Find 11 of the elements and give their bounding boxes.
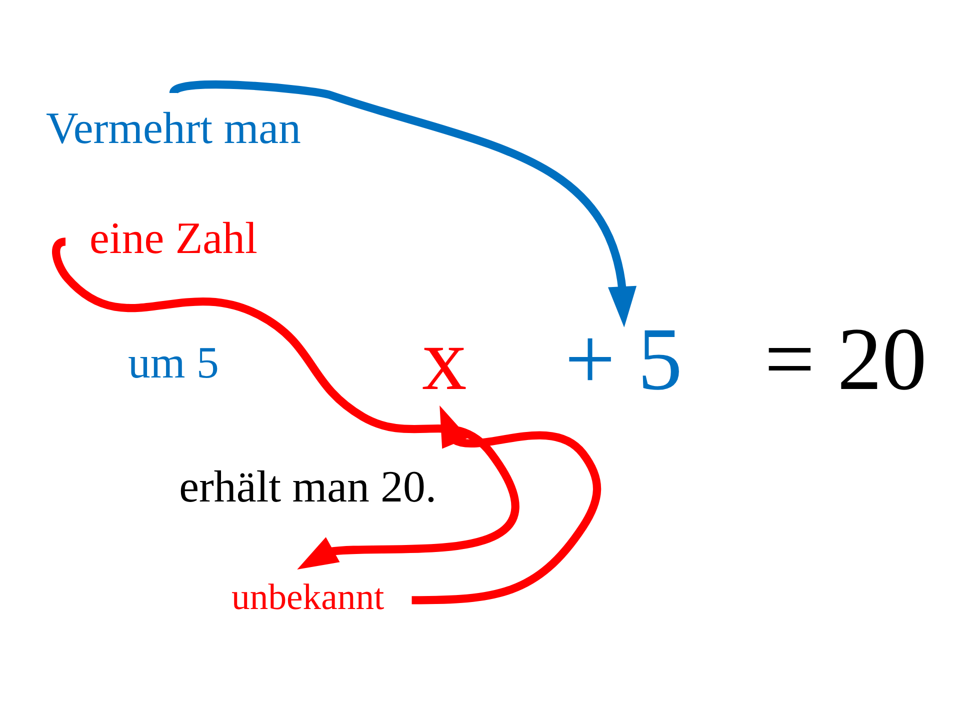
node-text: erhält man 20. — [179, 461, 437, 512]
arrow — [412, 405, 602, 604]
arrow — [170, 80, 637, 327]
node-text: + 5 — [564, 309, 682, 408]
node-text: eine Zahl — [90, 212, 258, 263]
node-text: = 20 — [764, 309, 927, 408]
node-text: x — [422, 309, 467, 408]
node-text: um 5 — [128, 336, 219, 387]
node-text: Vermehrt man — [46, 102, 301, 153]
node-text: unbekannt — [232, 576, 384, 617]
arrow — [52, 237, 519, 570]
